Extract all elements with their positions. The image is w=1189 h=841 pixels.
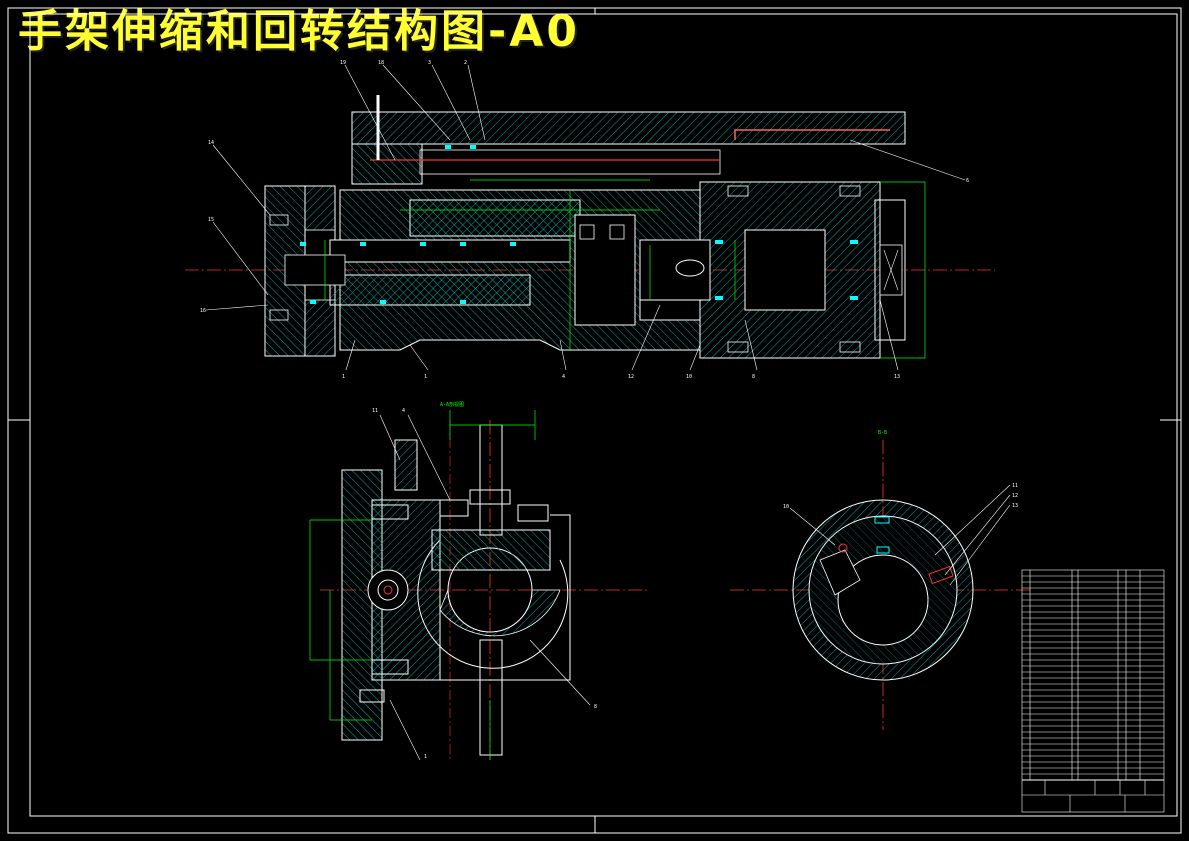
parts-list-table: [1021, 569, 1165, 813]
svg-text:11: 11: [1012, 483, 1018, 489]
section-b-view: B-B 10 11 12 13: [730, 430, 1030, 730]
svg-text:13: 13: [894, 374, 900, 380]
svg-text:1: 1: [424, 374, 427, 380]
sheet-frame: [7, 7, 1182, 834]
drawing-title: 手架伸缩和回转结构图-A0: [18, 6, 580, 57]
side-view: A-A剖视图: [309, 401, 650, 761]
svg-text:15: 15: [208, 217, 214, 223]
svg-text:13: 13: [1012, 503, 1018, 509]
svg-text:2: 2: [464, 60, 467, 66]
svg-text:10: 10: [686, 374, 692, 380]
svg-text:4: 4: [562, 374, 565, 380]
side-dimensions: [309, 410, 536, 760]
svg-text:8: 8: [752, 374, 755, 380]
main-leaders: [205, 64, 966, 371]
main-dimensions: [324, 179, 926, 359]
main-seals: [300, 145, 858, 304]
section-b-part-numbers: 10 11 12 13: [783, 483, 1018, 510]
svg-text:18: 18: [378, 60, 384, 66]
svg-text:1: 1: [342, 374, 345, 380]
section-b-leaders: [789, 484, 1011, 586]
main-bolts: [269, 185, 861, 353]
svg-text:8: 8: [594, 704, 597, 710]
svg-text:6: 6: [966, 178, 969, 184]
side-view-label: A-A剖视图: [440, 401, 464, 408]
svg-text:12: 12: [628, 374, 634, 380]
svg-text:16: 16: [200, 308, 206, 314]
svg-text:1: 1: [424, 754, 427, 760]
side-part-numbers: 11 4 8 1: [372, 408, 597, 760]
svg-text:14: 14: [208, 140, 214, 146]
svg-text:19: 19: [340, 60, 346, 66]
svg-text:12: 12: [1012, 493, 1018, 499]
section-b-label: B-B: [878, 430, 887, 436]
svg-text:4: 4: [402, 408, 405, 414]
svg-text:3: 3: [428, 60, 431, 66]
svg-text:11: 11: [372, 408, 378, 414]
side-leaders: [379, 414, 591, 761]
svg-text:10: 10: [783, 504, 789, 510]
